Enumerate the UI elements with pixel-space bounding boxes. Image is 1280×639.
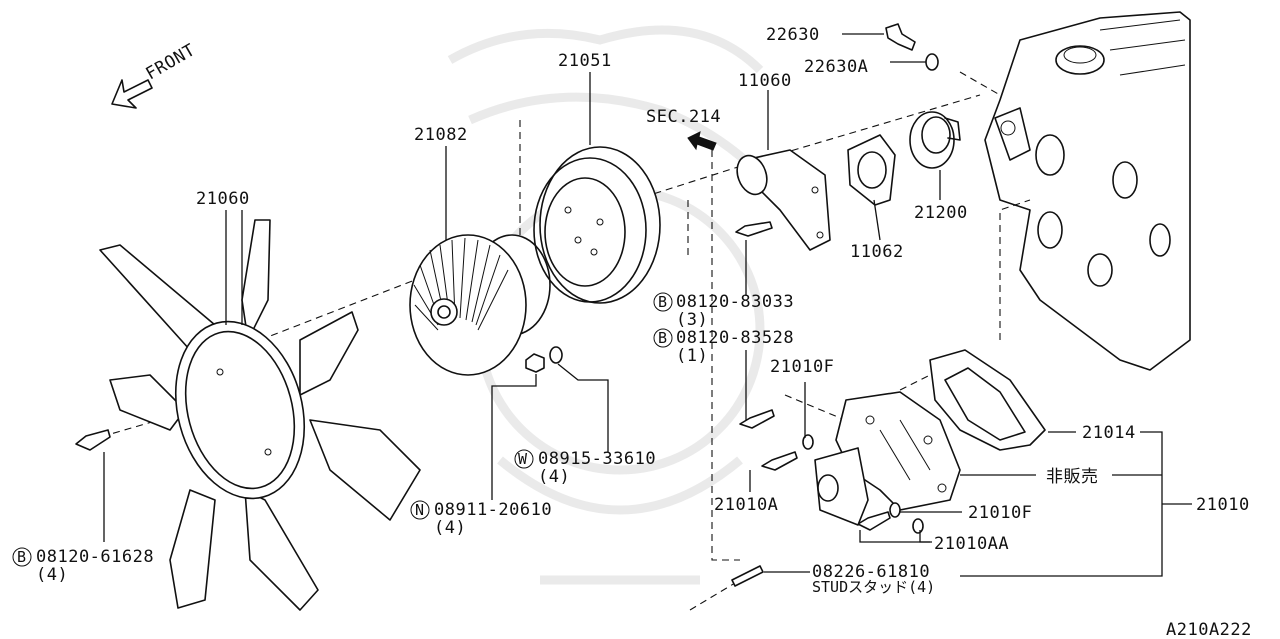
label-21010f-bottom: 21010F bbox=[968, 503, 1032, 523]
label-bolt-61628: 08120-61628 bbox=[36, 547, 154, 567]
label-21082: 21082 bbox=[414, 125, 468, 145]
plug-22630[interactable] bbox=[885, 23, 916, 51]
bolt-21010aa[interactable] bbox=[857, 511, 891, 531]
bolt-prefix: B bbox=[658, 293, 667, 311]
leader-lines bbox=[103, 33, 1192, 577]
water-pump-21010[interactable] bbox=[814, 391, 961, 526]
washer-21010f-bottom[interactable] bbox=[889, 502, 901, 518]
label-bolt-61628-qty: (4) bbox=[36, 565, 68, 585]
bolt-83528-callout: B 08120-83528 (1) bbox=[653, 328, 794, 366]
bolt-83033[interactable] bbox=[735, 221, 773, 237]
fan-21060[interactable] bbox=[99, 219, 421, 611]
pulley-21051[interactable] bbox=[533, 146, 661, 304]
washer-21010f-top[interactable] bbox=[802, 434, 814, 450]
label-22630: 22630 bbox=[766, 25, 820, 45]
section-arrow-icon bbox=[687, 131, 717, 151]
label-bolt-83033: 08120-83033 bbox=[676, 292, 794, 312]
label-nut-20610-qty: (4) bbox=[434, 518, 466, 538]
nut-20610[interactable] bbox=[525, 353, 545, 373]
washer-22630a[interactable] bbox=[925, 53, 939, 71]
bolt-21010a[interactable] bbox=[761, 451, 798, 471]
label-21010a: 21010A bbox=[714, 495, 778, 515]
label-stud-61810-desc: STUDスタッド(4) bbox=[812, 578, 935, 596]
label-sec-214: SEC.214 bbox=[646, 107, 721, 127]
stud-61810[interactable] bbox=[731, 565, 764, 587]
label-washer-33610: 08915-33610 bbox=[538, 449, 656, 469]
label-bolt-83033-qty: (3) bbox=[676, 310, 708, 330]
label-22630a: 22630A bbox=[804, 57, 868, 77]
front-arrow-icon bbox=[111, 79, 153, 109]
bolt-prefix: B bbox=[658, 329, 667, 347]
thermostat-21200[interactable] bbox=[909, 111, 961, 169]
bolt-prefix: B bbox=[17, 548, 26, 566]
bolt-61628-callout: B 08120-61628 (4) bbox=[12, 547, 154, 585]
label-nut-20610: 08911-20610 bbox=[434, 500, 552, 520]
fan-coupling-21082[interactable] bbox=[409, 234, 551, 376]
label-bolt-83528-qty: (1) bbox=[676, 346, 708, 366]
washer-33610[interactable] bbox=[549, 346, 563, 364]
label-21200: 21200 bbox=[914, 203, 968, 223]
label-not-for-sale: 非販売 bbox=[1046, 467, 1099, 487]
bolt-83033-callout: B 08120-83033 (3) bbox=[653, 292, 794, 330]
washer-33610-callout: W 08915-33610 (4) bbox=[514, 449, 656, 487]
bolt-61628[interactable] bbox=[75, 429, 111, 451]
label-21010aa: 21010AA bbox=[934, 534, 1009, 554]
gasket-21014[interactable] bbox=[929, 349, 1046, 451]
nut-20610-callout: N 08911-20610 (4) bbox=[410, 500, 552, 538]
part-labels: 21060 21082 21051 11060 22630 22630A SEC… bbox=[12, 25, 1252, 639]
label-bolt-83528: 08120-83528 bbox=[676, 328, 794, 348]
gasket-11062[interactable] bbox=[847, 134, 896, 206]
nut-prefix: N bbox=[415, 501, 424, 519]
engine-block bbox=[984, 11, 1191, 371]
label-washer-33610-qty: (4) bbox=[538, 467, 570, 487]
water-outlet-11060[interactable] bbox=[732, 149, 831, 251]
label-stud-61810: 08226-61810 bbox=[812, 562, 930, 582]
bolt-83528[interactable] bbox=[739, 409, 775, 429]
washer-prefix: W bbox=[518, 450, 528, 468]
label-21051: 21051 bbox=[558, 51, 612, 71]
label-21010: 21010 bbox=[1196, 495, 1250, 515]
front-label: FRONT bbox=[143, 40, 199, 84]
label-21010f-top: 21010F bbox=[770, 357, 834, 377]
diagram-code: A210A222 bbox=[1166, 620, 1252, 639]
label-11060: 11060 bbox=[738, 71, 792, 91]
label-11062: 11062 bbox=[850, 242, 904, 262]
label-21060: 21060 bbox=[196, 189, 250, 209]
label-21014: 21014 bbox=[1082, 423, 1136, 443]
washer-21010aa[interactable] bbox=[912, 518, 924, 534]
